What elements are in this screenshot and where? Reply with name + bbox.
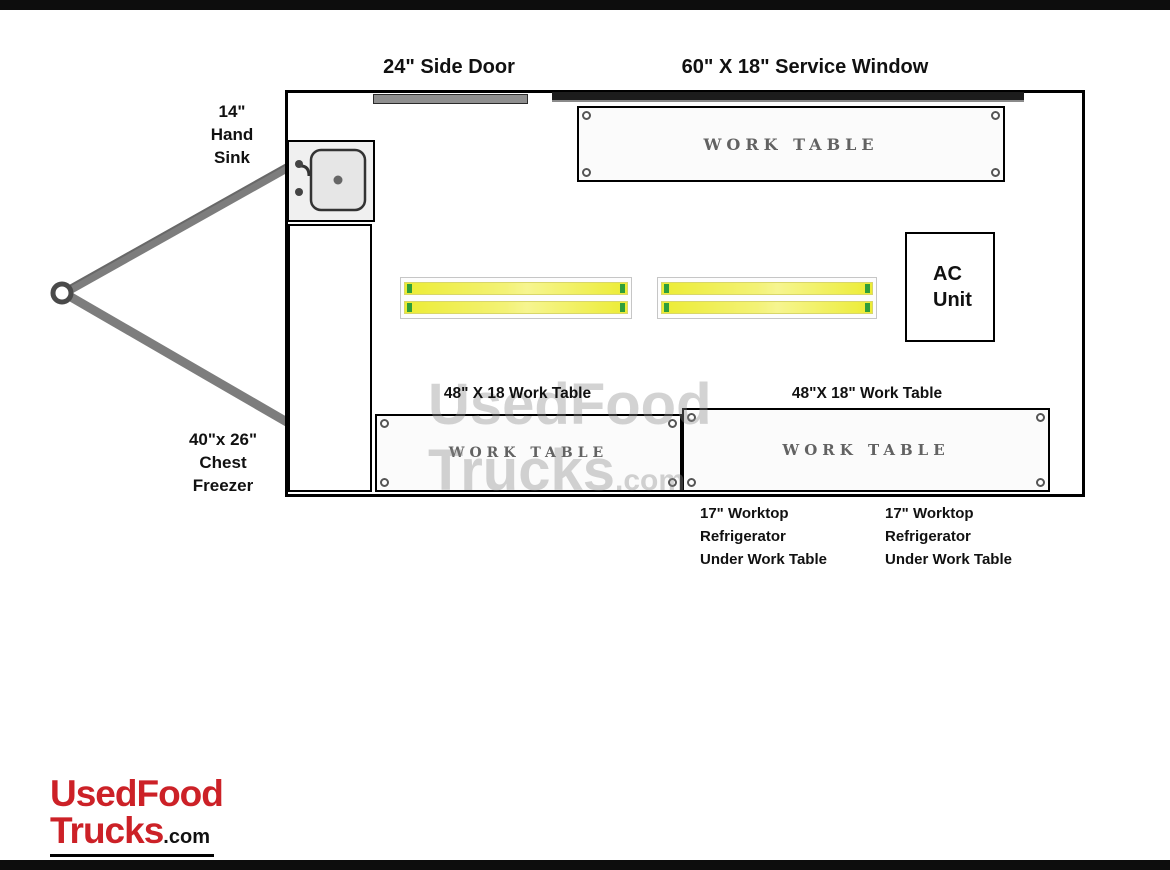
trailer-body-outline bbox=[285, 90, 1085, 497]
work-table-left-dim-label: 48" X 18 Work Table bbox=[443, 385, 592, 402]
light-tube bbox=[661, 301, 873, 314]
side-door-opening bbox=[373, 94, 528, 104]
service-window-label: 60" X 18" Service Window bbox=[681, 56, 929, 78]
light-tube bbox=[404, 301, 628, 314]
logo-line2: Trucks.com bbox=[50, 812, 214, 857]
worktop-fridge-label-line: Under Work Table bbox=[885, 551, 1012, 568]
light-cap-icon bbox=[407, 284, 412, 293]
worktop-fridge-label-line: Refrigerator bbox=[700, 528, 786, 545]
hand-sink-icon bbox=[287, 140, 375, 222]
table-leg bbox=[582, 111, 591, 120]
chest-freezer-label-line: Freezer bbox=[192, 476, 254, 495]
work-table-bottom-right: WORK TABLE bbox=[682, 408, 1050, 492]
work-table-text: WORK TABLE bbox=[448, 445, 609, 461]
chest-freezer-label-line: 40"x 26" bbox=[188, 430, 258, 449]
light-cap-icon bbox=[664, 303, 669, 312]
work-table-right-dim-label: 48"X 18" Work Table bbox=[791, 385, 943, 402]
worktop-fridge-label-line: Refrigerator bbox=[885, 528, 971, 545]
light-cap-icon bbox=[407, 303, 412, 312]
top-letterbox-bar bbox=[0, 0, 1170, 10]
hand-sink bbox=[287, 140, 375, 222]
table-leg bbox=[991, 111, 1000, 120]
chest-freezer bbox=[288, 224, 372, 492]
light-cap-icon bbox=[865, 284, 870, 293]
hand-sink-label: 14" Hand Sink bbox=[182, 100, 282, 169]
light-cap-icon bbox=[664, 284, 669, 293]
worktop-fridge-right-label: 17" Worktop Refrigerator Under Work Tabl… bbox=[885, 502, 1065, 571]
worktop-fridge-label-line: 17" Worktop bbox=[700, 505, 789, 522]
hand-sink-label-line: 14" bbox=[218, 102, 246, 121]
worktop-fridge-label-line: 17" Worktop bbox=[885, 505, 974, 522]
ceiling-light-left bbox=[400, 277, 632, 319]
site-logo: UsedFood Trucks.com bbox=[50, 773, 224, 857]
work-table-top: WORK TABLE bbox=[577, 106, 1005, 182]
table-leg bbox=[1036, 478, 1045, 487]
service-window-opening bbox=[552, 92, 1024, 102]
table-leg bbox=[687, 478, 696, 487]
trailer-hitch bbox=[50, 160, 295, 429]
ac-unit: AC Unit bbox=[905, 232, 995, 342]
work-table-text: WORK TABLE bbox=[703, 134, 879, 154]
hand-sink-label-line: Hand bbox=[210, 125, 254, 144]
table-leg bbox=[380, 419, 389, 428]
work-table-bottom-left: WORK TABLE bbox=[375, 414, 682, 492]
light-cap-icon bbox=[865, 303, 870, 312]
light-tube bbox=[404, 282, 628, 295]
table-leg bbox=[668, 478, 677, 487]
hand-sink-label-line: Sink bbox=[214, 148, 250, 167]
table-leg bbox=[991, 168, 1000, 177]
logo-suffix: .com bbox=[163, 826, 210, 848]
table-leg bbox=[668, 419, 677, 428]
bottom-letterbox-bar bbox=[0, 860, 1170, 870]
table-leg bbox=[1036, 413, 1045, 422]
ceiling-light-right bbox=[657, 277, 877, 319]
light-cap-icon bbox=[620, 284, 625, 293]
table-leg bbox=[687, 413, 696, 422]
worktop-fridge-label-line: Under Work Table bbox=[700, 551, 827, 568]
logo-brand-text: Trucks bbox=[50, 810, 164, 851]
hitch-coupler-icon bbox=[50, 281, 74, 305]
light-cap-icon bbox=[620, 303, 625, 312]
worktop-fridge-left-label: 17" Worktop Refrigerator Under Work Tabl… bbox=[700, 502, 880, 571]
work-table-text: WORK TABLE bbox=[782, 441, 950, 459]
table-leg bbox=[380, 478, 389, 487]
light-tube bbox=[661, 282, 873, 295]
ac-unit-label-line: Unit bbox=[933, 289, 972, 311]
logo-line1: UsedFood bbox=[50, 773, 224, 814]
chest-freezer-label-line: Chest bbox=[199, 453, 247, 472]
chest-freezer-label: 40"x 26" Chest Freezer bbox=[166, 428, 280, 497]
ac-unit-label-line: AC bbox=[933, 263, 962, 285]
table-leg bbox=[582, 168, 591, 177]
side-door-label: 24" Side Door bbox=[383, 56, 515, 78]
